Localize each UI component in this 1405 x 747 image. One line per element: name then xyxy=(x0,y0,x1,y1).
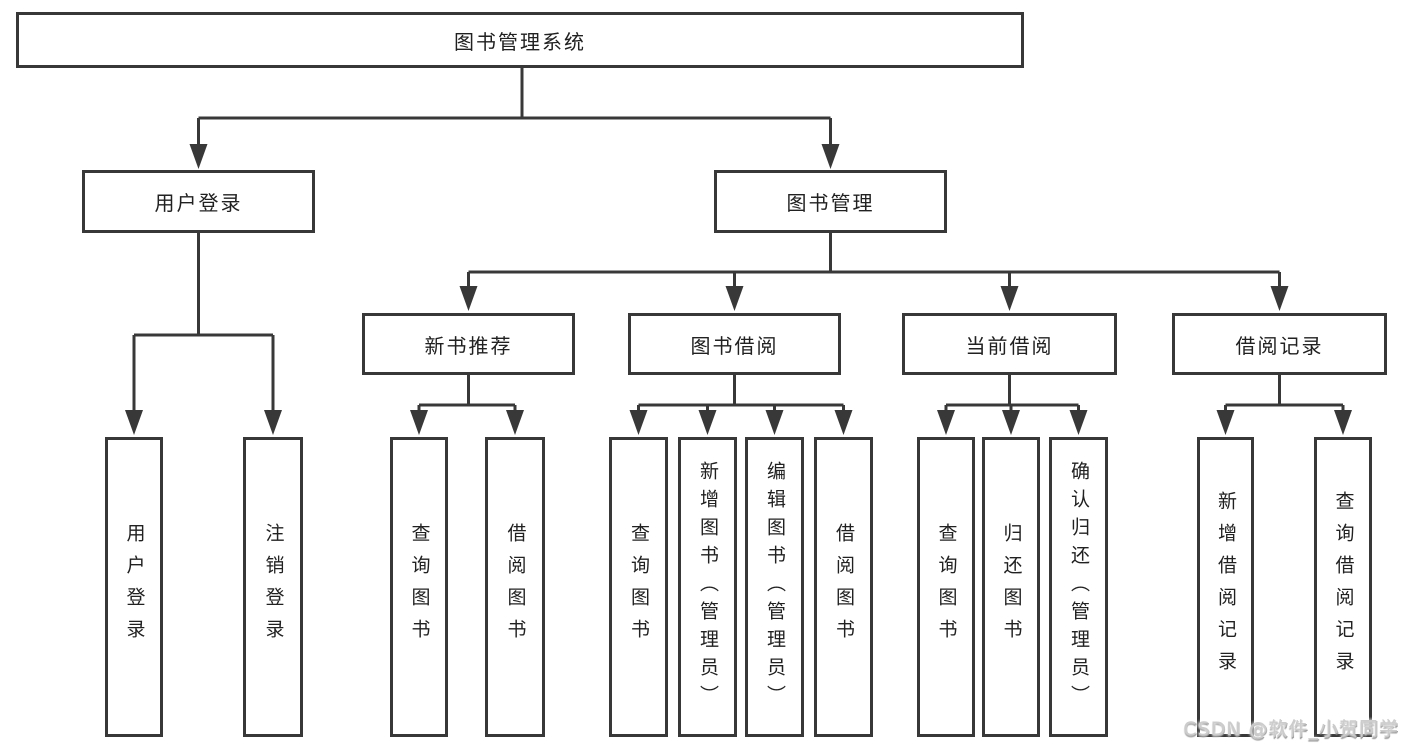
node-book-borrow: 图书借阅 xyxy=(628,313,841,375)
node-label: 查询图书 xyxy=(935,523,958,651)
arrowhead-icon xyxy=(1002,410,1020,435)
arrowhead-icon xyxy=(264,410,282,435)
node-leaf-search-book-recommend: 查询图书 xyxy=(390,437,448,737)
arrowhead-icon xyxy=(189,144,208,169)
arrowhead-icon xyxy=(765,410,784,435)
node-book-management: 图书管理 xyxy=(714,170,947,233)
arrowhead-icon xyxy=(821,144,840,169)
connector-borrow-to-leaves xyxy=(629,375,853,435)
connector-current-to-leaves xyxy=(937,375,1088,435)
arrowhead-icon xyxy=(1334,410,1352,435)
arrowhead-icon xyxy=(629,410,648,435)
connector-root-to-level1 xyxy=(189,68,840,169)
node-leaf-edit-book-admin: 编辑图书（管理员） xyxy=(745,437,804,737)
node-label: 当前借阅 xyxy=(965,333,1054,358)
node-user-login: 用户登录 xyxy=(82,170,315,233)
node-label: 图书管理系统 xyxy=(454,29,586,54)
node-leaf-borrow-book: 借阅图书 xyxy=(814,437,873,737)
node-label: 借阅记录 xyxy=(1235,333,1324,358)
node-label: 图书管理 xyxy=(786,191,875,215)
node-new-book-recommend: 新书推荐 xyxy=(362,313,575,375)
node-leaf-add-borrow-record: 新增借阅记录 xyxy=(1197,437,1254,737)
node-leaf-search-borrow-record: 查询借阅记录 xyxy=(1314,437,1372,737)
arrowhead-icon xyxy=(459,286,478,311)
arrowhead-icon xyxy=(1069,410,1088,435)
arrowhead-icon xyxy=(1270,286,1289,311)
node-leaf-confirm-return-admin: 确认归还（管理员） xyxy=(1049,437,1108,737)
node-borrow-records: 借阅记录 xyxy=(1172,313,1387,375)
node-label: 图书借阅 xyxy=(690,333,779,358)
node-leaf-search-book-borrow: 查询图书 xyxy=(609,437,668,737)
node-leaf-logout: 注销登录 xyxy=(243,437,303,737)
arrowhead-icon xyxy=(1000,286,1019,311)
arrowhead-icon xyxy=(410,410,428,435)
node-current-borrow: 当前借阅 xyxy=(902,313,1117,375)
connector-user-login-to-leaves xyxy=(125,233,282,435)
arrowhead-icon xyxy=(725,286,744,311)
node-label: 编辑图书（管理员） xyxy=(764,461,786,713)
node-label: 借阅图书 xyxy=(833,523,855,651)
connector-recommend-to-leaves xyxy=(410,375,524,435)
node-label: 借阅图书 xyxy=(504,523,527,651)
arrowhead-icon xyxy=(506,410,524,435)
arrowhead-icon xyxy=(698,410,717,435)
node-label: 归还图书 xyxy=(1000,523,1023,651)
node-root-library-system: 图书管理系统 xyxy=(16,12,1024,68)
node-label: 注销登录 xyxy=(262,523,285,651)
node-label: 查询借阅记录 xyxy=(1332,491,1355,683)
connector-records-to-leaves xyxy=(1216,375,1352,435)
node-label: 用户登录 xyxy=(154,191,243,215)
node-label: 查询图书 xyxy=(628,523,650,651)
csdn-watermark: CSDN @软件_小贺同学 xyxy=(1183,718,1399,740)
node-label: 新增图书（管理员） xyxy=(697,461,719,713)
node-label: 确认归还（管理员） xyxy=(1068,461,1090,713)
node-label: 查询图书 xyxy=(408,523,431,651)
node-leaf-borrow-book-recommend: 借阅图书 xyxy=(485,437,545,737)
arrowhead-icon xyxy=(937,410,955,435)
arrowhead-icon xyxy=(125,410,143,435)
node-leaf-add-book-admin: 新增图书（管理员） xyxy=(678,437,737,737)
node-leaf-user-login: 用户登录 xyxy=(105,437,163,737)
node-leaf-search-book-current: 查询图书 xyxy=(917,437,975,737)
node-leaf-return-book: 归还图书 xyxy=(982,437,1040,737)
connector-book-management-to-level2 xyxy=(459,233,1289,311)
node-label: 新书推荐 xyxy=(424,333,513,358)
arrowhead-icon xyxy=(834,410,853,435)
node-label: 新增借阅记录 xyxy=(1215,491,1237,683)
node-label: 用户登录 xyxy=(123,523,146,651)
arrowhead-icon xyxy=(1216,410,1235,435)
